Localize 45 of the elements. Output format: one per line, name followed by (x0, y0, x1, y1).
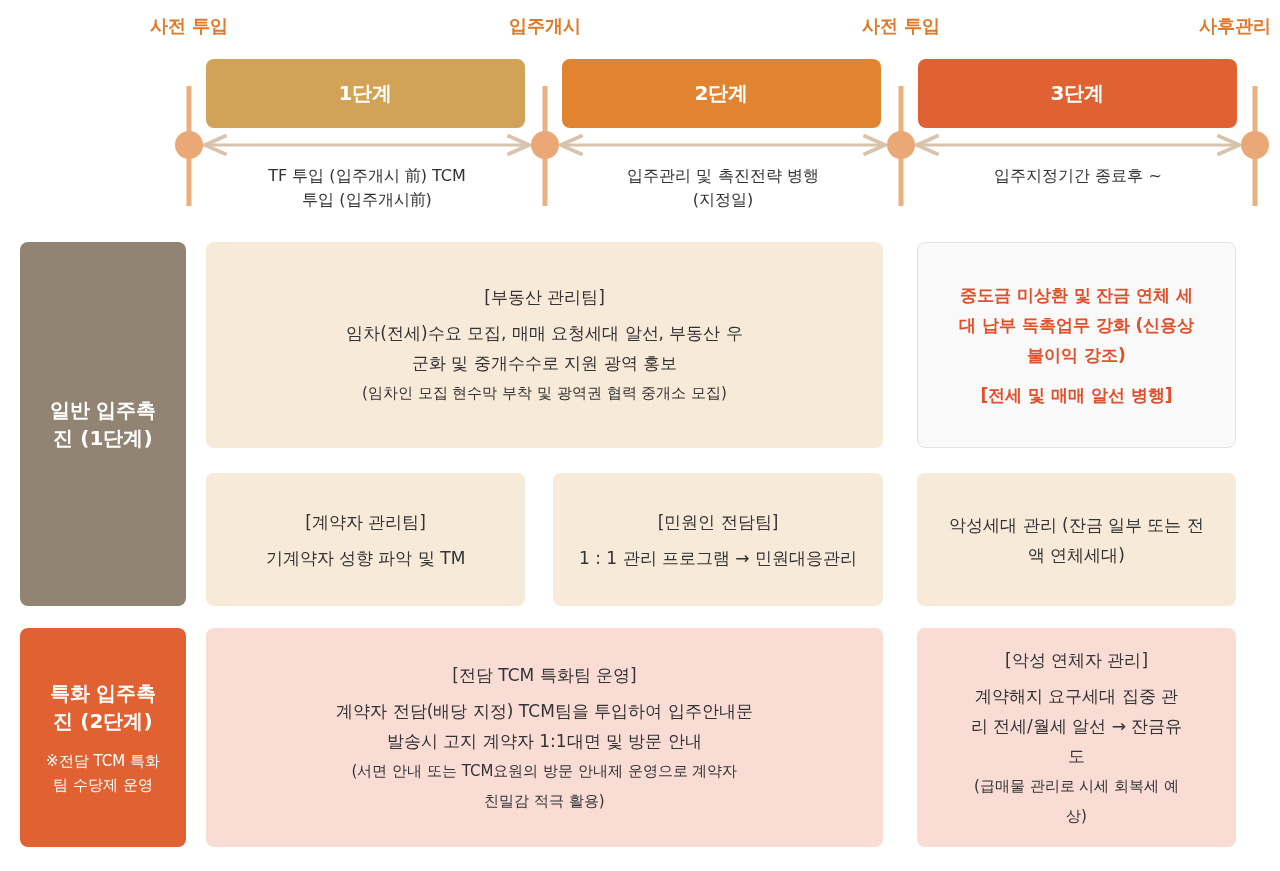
stage-bar (918, 59, 1237, 128)
card-text: 계약해지 요구세대 집중 관리 전세/월세 알선 → 잔금유도 (969, 684, 1184, 768)
card-text: 계약자 전담(배당 지정) TCM팀을 투입하여 입주안내문 발송시 고지 계약자 1:1대면 및 방문 안내 (335, 699, 754, 753)
milestone-circle (175, 131, 203, 159)
card-heading: [민원인 전담팀] (657, 510, 779, 534)
milestone-circle (887, 131, 915, 159)
stage-bar (562, 59, 881, 128)
row-title: 일반 입주촉진 (1단계) (48, 397, 158, 452)
milestone-label: 입주개시 (509, 14, 581, 38)
milestone-label: 사전 투입 (149, 14, 229, 38)
row-header (20, 628, 186, 847)
double-arrow (559, 133, 887, 157)
milestone-circle (1241, 131, 1269, 159)
card-text: 1 : 1 관리 프로그램 → 민원대응관리 (579, 546, 857, 570)
stage-label: 2단계 (694, 80, 749, 107)
content-card (917, 628, 1236, 847)
notice-text: 중도금 미상환 및 잔금 연체 세대 납부 독촉업무 강화 (신용상 불이익 강조) (957, 284, 1196, 367)
content-card (206, 473, 525, 606)
card-heading: [전담 TCM 특화팀 운영] (452, 663, 637, 687)
milestone-label: 사전 투입 (861, 14, 941, 38)
card-heading: [악성 연체자 관리] (1004, 648, 1149, 672)
milestone-label: 사후관리 (1199, 14, 1271, 38)
card-text: 임차(전세)수요 모집, 매매 요청세대 알선, 부동산 우군화 및 중개수수로 지원 광역 홍보 (345, 322, 744, 375)
stage-label: 3단계 (1050, 80, 1105, 107)
milestone-circle (531, 131, 559, 159)
content-card (206, 628, 883, 847)
row-title: 특화 입주촉진 (2단계) (48, 679, 158, 735)
card-heading: [부동산 관리팀] (484, 286, 605, 309)
double-arrow (203, 133, 531, 157)
stage-label: 1단계 (338, 80, 393, 107)
card-note: (임차인 모집 현수막 부착 및 광역권 협력 중개소 모집) (362, 383, 727, 404)
card-note: (급매물 관리로 시세 회복세 예상) (973, 775, 1180, 827)
stage-bar (206, 59, 525, 128)
row-note: ※전담 TCM 특화팀 수당제 운영 (45, 750, 161, 796)
content-card (206, 242, 883, 448)
content-card (553, 473, 883, 606)
row-header (20, 242, 186, 606)
double-arrow (915, 133, 1241, 157)
card-heading: [계약자 관리팀] (305, 510, 426, 534)
content-card (917, 473, 1236, 606)
card-text: 악성세대 관리 (잔금 일부 또는 전액 연체세대) (948, 513, 1205, 567)
notice-heading: [전세 및 매매 알선 병행] (980, 384, 1173, 407)
card-text: 기계약자 성향 파악 및 TM (265, 546, 466, 570)
notice-card (917, 242, 1236, 448)
card-note: (서면 안내 또는 TCM요원의 방문 안내제 운영으로 계약자 친밀감 적극 활용) (350, 760, 739, 812)
